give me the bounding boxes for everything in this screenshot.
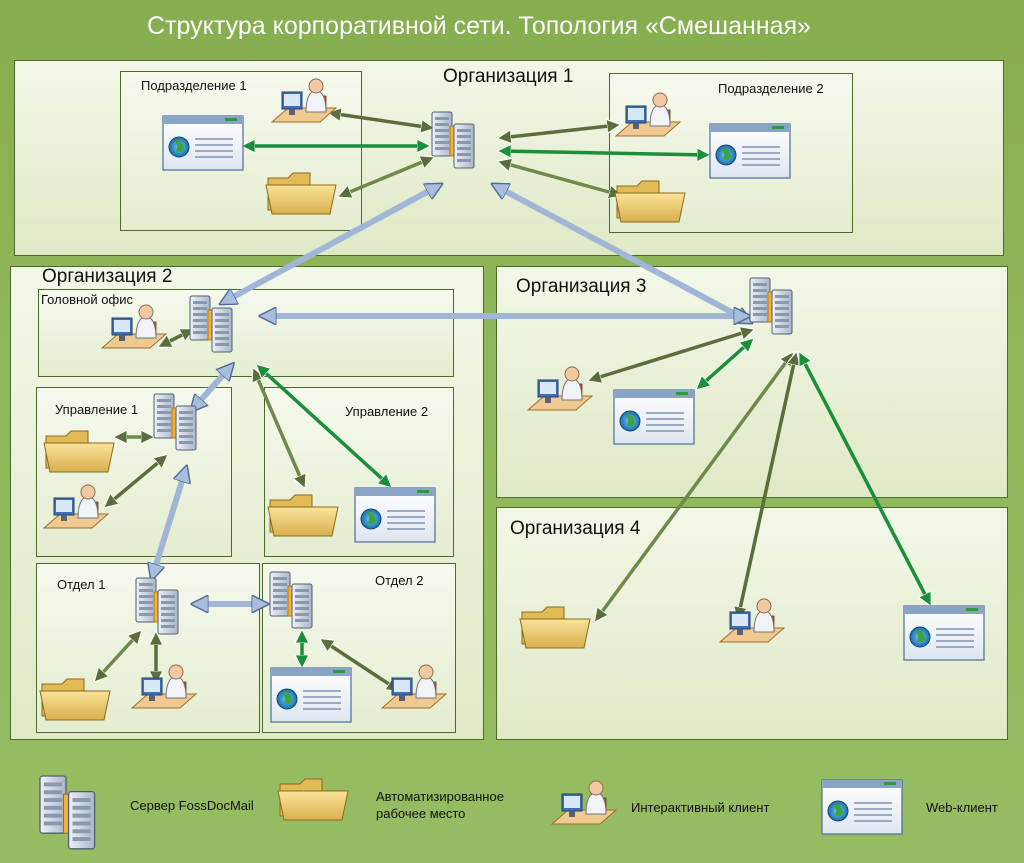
org2-head-label: Головной офис xyxy=(41,292,133,307)
link-dep2-person xyxy=(322,640,398,690)
link-srv1-folder2 xyxy=(500,162,620,195)
org2-dep2-label: Отдел 2 xyxy=(375,573,424,588)
org2-label: Организация 2 xyxy=(42,266,173,287)
org1-sub2-label: Подразделение 2 xyxy=(718,81,824,96)
interactive-client-icon xyxy=(101,304,167,349)
interactive-client-icon xyxy=(271,78,337,123)
link-mgmt1-dep1 xyxy=(152,468,186,578)
folder-icon xyxy=(519,606,591,649)
interactive-client-icon xyxy=(719,598,785,643)
legend-workstation-line2: рабочее место xyxy=(376,806,466,821)
server-icon xyxy=(154,394,204,454)
interactive-client-icon xyxy=(43,484,109,529)
link-srv1-srv3 xyxy=(494,182,750,325)
legend-server-icon xyxy=(40,776,110,848)
link-srv1-person1 xyxy=(330,113,432,128)
web-client-icon xyxy=(162,115,244,171)
legend-interactive-client-icon xyxy=(551,780,617,825)
link-srv3-person-org4 xyxy=(738,354,796,618)
web-client-icon xyxy=(270,667,352,723)
link-srv2-person-head xyxy=(160,330,192,346)
legend-web-client-icon xyxy=(821,779,903,835)
server-icon xyxy=(270,572,320,632)
folder-icon xyxy=(265,172,337,215)
server-icon xyxy=(750,278,800,338)
legend-workstation-line1: Автоматизированное xyxy=(376,789,504,804)
org1-sub1-label: Подразделение 1 xyxy=(141,78,247,93)
legend-web-label: Web-клиент xyxy=(926,800,998,815)
link-srv3-web-org4 xyxy=(800,354,930,604)
legend-folder-icon xyxy=(277,778,349,821)
link-srv1-web2 xyxy=(500,151,708,155)
legend-interactive-label: Интерактивный клиент xyxy=(631,800,770,815)
folder-icon xyxy=(614,180,686,223)
web-client-icon xyxy=(354,487,436,543)
folder-icon xyxy=(267,494,339,537)
folder-icon xyxy=(43,430,115,473)
link-srv1-person2 xyxy=(500,125,618,138)
link-srv2-srv-mgmt1 xyxy=(192,365,232,410)
link-srv3-person xyxy=(590,330,752,380)
link-dep1-folder xyxy=(96,632,140,680)
folder-icon xyxy=(39,678,111,721)
interactive-client-icon xyxy=(615,92,681,137)
page-title: Структура корпоративной сети. Топология … xyxy=(147,12,811,40)
legend-server-label: Сервер FossDocMail xyxy=(130,798,254,813)
interactive-client-icon xyxy=(527,366,593,411)
interactive-client-icon xyxy=(131,664,197,709)
link-srv2-web-mgmt2 xyxy=(258,366,390,486)
web-client-icon xyxy=(903,605,985,661)
server-icon xyxy=(136,578,186,638)
server-icon xyxy=(432,112,482,172)
web-client-icon xyxy=(613,389,695,445)
interactive-client-icon xyxy=(381,664,447,709)
org2-mgmt1-label: Управление 1 xyxy=(55,402,139,417)
org1-label: Организация 1 xyxy=(443,66,574,87)
org2-dep1-label: Отдел 1 xyxy=(57,577,106,592)
link-srv3-web xyxy=(698,340,752,388)
legend-workstation-label: Автоматизированное рабочее место xyxy=(376,788,504,822)
server-icon xyxy=(190,296,240,356)
link-srv1-srv2 xyxy=(222,182,440,306)
link-srv1-folder1 xyxy=(340,158,432,196)
web-client-icon xyxy=(709,123,791,179)
